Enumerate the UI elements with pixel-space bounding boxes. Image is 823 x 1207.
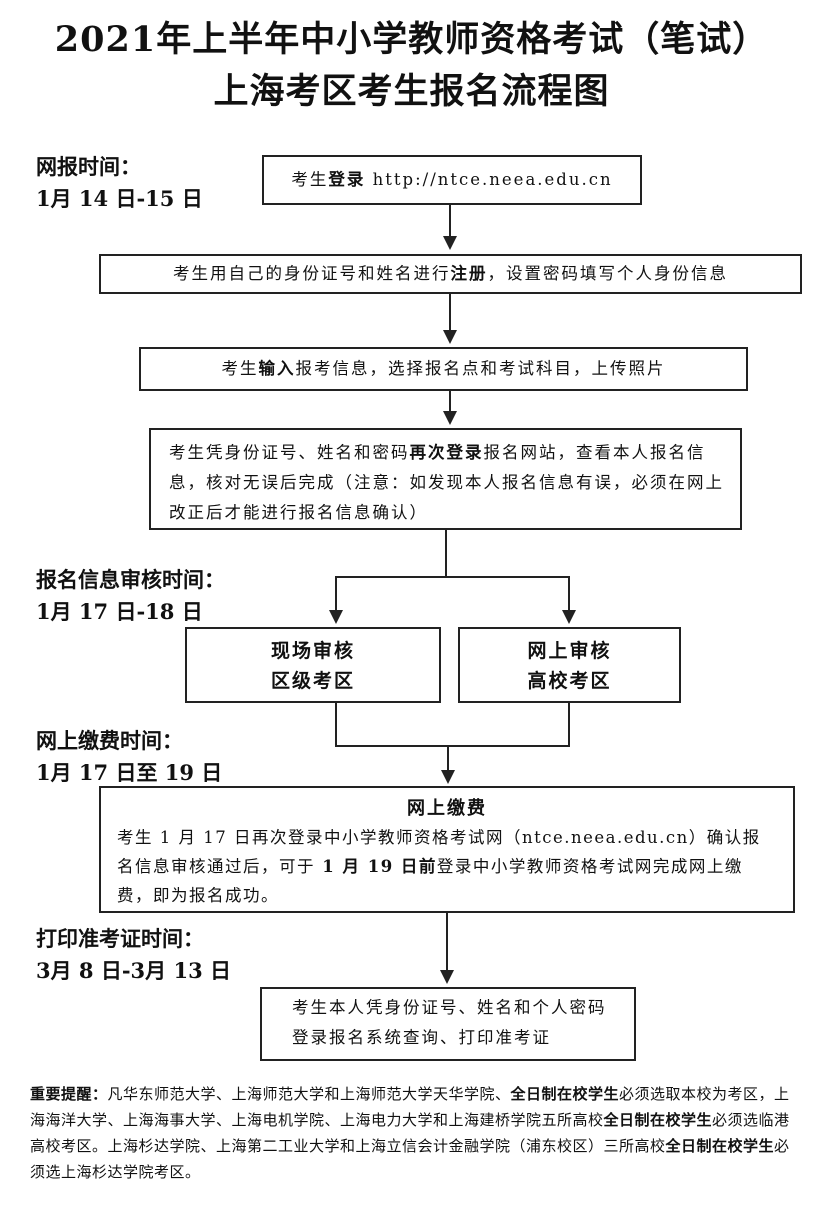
online-review-line1: 网上审核 — [527, 640, 612, 662]
notice-label: 重要提醒： — [30, 1085, 108, 1103]
online-time-label: 网报时间： — [36, 154, 141, 179]
connector-merge — [335, 745, 570, 747]
onsite-review-box: 现场审核 区级考区 — [185, 627, 441, 703]
payment-time-dates: 1月 17 日至 19 日 — [36, 760, 223, 785]
arrow-2 — [443, 330, 457, 344]
print-box: 考生本人凭身份证号、姓名和个人密码登录报名系统查询、打印准考证 — [260, 987, 636, 1061]
step-register-post: ，设置密码填写个人身份信息 — [487, 264, 728, 283]
step-relogin-bold: 再次登录 — [409, 443, 484, 462]
notice-text-1: 凡华东师范大学、上海师范大学和上海师范大学天华学院、 — [107, 1085, 511, 1103]
title-line-1: 2021年上半年中小学教师资格考试（笔试） — [54, 19, 769, 60]
connector-6 — [446, 913, 448, 970]
payment-heading: 网上缴费 — [407, 798, 487, 819]
important-notice: 重要提醒：凡华东师范大学、上海师范大学和上海师范大学天华学院、全日制在校学生必须… — [30, 1081, 790, 1185]
review-time-dates: 1月 17 日-18 日 — [36, 599, 203, 624]
payment-time-label: 网上缴费时间： — [36, 728, 183, 753]
step-register-box: 考生用自己的身份证号和姓名进行注册，设置密码填写个人身份信息 — [99, 254, 802, 294]
connector-merge-right — [568, 703, 570, 747]
step-register-bold: 注册 — [450, 264, 488, 283]
notice-text-3: 必须选临港高校考区。上海杉达学院、上海第二工业大学和上海立信会计金融学院（浦东校… — [30, 1111, 790, 1155]
review-time-label: 报名信息审核时间： — [36, 567, 225, 592]
step-login-url: http://ntce.neea.edu.cn — [365, 170, 613, 189]
print-text: 考生本人凭身份证号、姓名和个人密码登录报名系统查询、打印准考证 — [292, 998, 607, 1047]
step-login-box: 考生登录 http://ntce.neea.edu.cn — [262, 155, 642, 205]
arrow-left — [329, 610, 343, 624]
connector-merge-left — [335, 703, 337, 747]
connector-1 — [449, 205, 451, 238]
step-relogin-post: 报名网站，查看本人报名信息，核对无误后完成（注意：如发现本人报名信息有误，必须在… — [169, 443, 724, 522]
notice-bold-3: 全日制在校学生 — [665, 1137, 775, 1155]
connector-3 — [449, 391, 451, 411]
arrow-right — [562, 610, 576, 624]
online-time-dates: 1月 14 日-15 日 — [36, 186, 203, 211]
connector-split — [335, 576, 570, 578]
notice-text-4: 必须选上海杉达学院考区。 — [30, 1137, 790, 1181]
arrow-6 — [440, 970, 454, 984]
step-input-bold: 输入 — [258, 359, 296, 378]
print-time-label: 打印准考证时间： — [36, 926, 204, 951]
arrow-5 — [441, 770, 455, 784]
connector-left — [335, 576, 337, 611]
step-login-pre: 考生 — [291, 170, 329, 189]
payment-box: 网上缴费 考生 1 月 17 日再次登录中小学教师资格考试网（ntce.neea… — [99, 786, 795, 913]
arrow-3 — [443, 411, 457, 425]
online-review-line2: 高校考区 — [527, 670, 612, 692]
payment-deadline: 1 月 19 日前 — [315, 857, 437, 876]
connector-2 — [449, 294, 451, 330]
payment-text-pre: 考生 1 月 17 日再次登录中小学教师资格考试网（ntce.neea.edu.… — [117, 828, 761, 876]
step-input-post: 报考信息，选择报名点和考试科目，上传照片 — [295, 359, 666, 378]
onsite-review-line2: 区级考区 — [270, 670, 355, 692]
title-line-2: 上海考区考生报名流程图 — [213, 71, 610, 112]
notice-bold-2: 全日制在校学生 — [603, 1111, 713, 1129]
print-time-dates: 3月 8 日-3月 13 日 — [36, 958, 232, 983]
online-review-box: 网上审核 高校考区 — [458, 627, 681, 703]
connector-right — [568, 576, 570, 611]
onsite-review-line1: 现场审核 — [270, 640, 355, 662]
step-relogin-pre: 考生凭身份证号、姓名和密码 — [169, 443, 410, 462]
connector-4 — [445, 530, 447, 578]
step-input-pre: 考生 — [221, 359, 259, 378]
notice-text-2: 必须选取本校为考区，上海海洋大学、上海海事大学、上海电机学院、上海电力大学和上海… — [30, 1085, 790, 1129]
step-register-pre: 考生用自己的身份证号和姓名进行 — [173, 264, 451, 283]
connector-5 — [447, 745, 449, 770]
payment-text-post: 登录中小学教师资格考试网完成网上缴费，即为报名成功。 — [117, 857, 743, 905]
step-relogin-box: 考生凭身份证号、姓名和密码再次登录报名网站，查看本人报名信息，核对无误后完成（注… — [149, 428, 742, 530]
step-login-bold: 登录 — [328, 170, 366, 189]
arrow-1 — [443, 236, 457, 250]
notice-bold-1: 全日制在校学生 — [510, 1085, 620, 1103]
step-input-box: 考生输入报考信息，选择报名点和考试科目，上传照片 — [139, 347, 748, 391]
